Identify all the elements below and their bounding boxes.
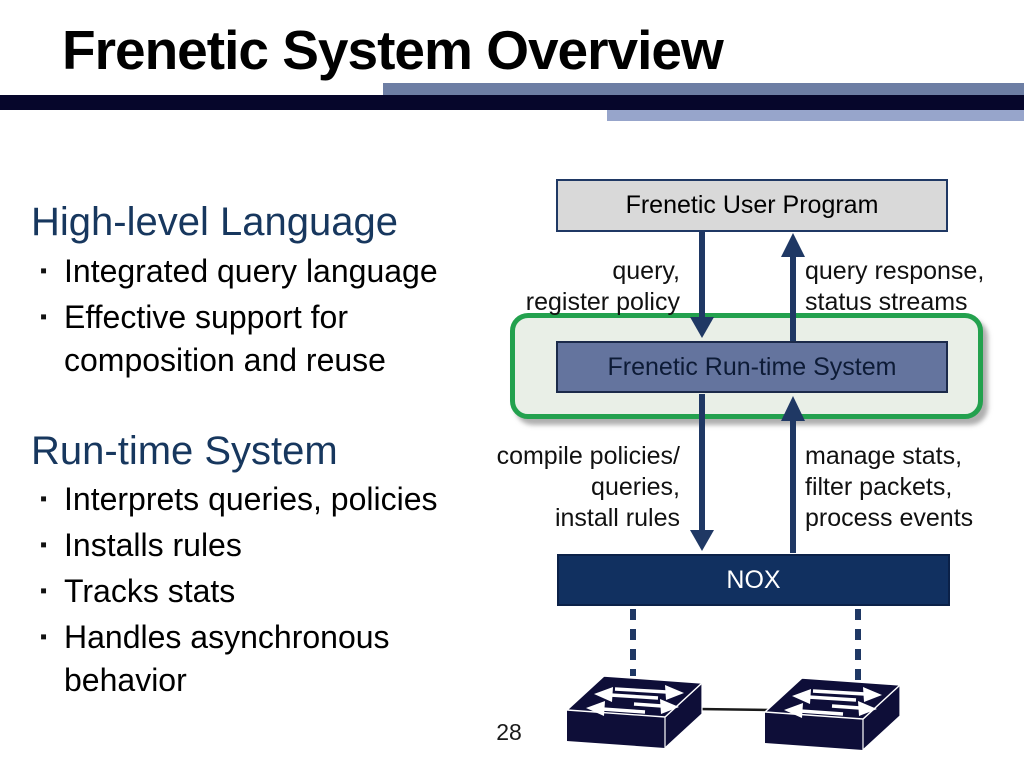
list-item: ▪ Installs rules [40, 524, 484, 567]
label-query-register-policy: query, register policy [420, 256, 680, 318]
label-line: query, [612, 257, 680, 285]
bullet-text: Integrated query language [64, 253, 438, 289]
label-line: register policy [525, 288, 680, 316]
bullet-square-icon: ▪ [40, 580, 48, 602]
label-line: query response, [805, 257, 985, 285]
bullet-text: Effective support for composition and re… [64, 299, 386, 378]
bullet-square-icon: ▪ [40, 306, 48, 328]
label-line: queries, [591, 473, 680, 501]
section-heading-run-time-system: Run-time System [31, 429, 338, 473]
page-number: 28 [496, 719, 522, 745]
divider-bar-slate [383, 83, 1024, 95]
label-line: compile policies/ [496, 442, 680, 470]
divider-bar-light [607, 110, 1024, 121]
switch-link-line [697, 707, 771, 712]
label-compile-policies-install-rules: compile policies/ queries, install rules [420, 441, 680, 534]
bullet-list-run-time: ▪ Interprets queries, policies ▪ Install… [40, 478, 484, 705]
divider-bar-navy [0, 95, 1024, 110]
nox-box: NOX [557, 554, 950, 606]
bullet-text: Handles asynchronous behavior [64, 619, 390, 698]
bullet-text: Installs rules [64, 527, 242, 563]
section-heading-high-level-language: High-level Language [31, 200, 398, 244]
bullet-square-icon: ▪ [40, 488, 48, 510]
frenetic-user-program-label: Frenetic User Program [625, 191, 879, 219]
bullet-square-icon: ▪ [40, 260, 48, 282]
list-item: ▪ Interprets queries, policies [40, 478, 484, 521]
list-item: ▪ Effective support for composition and … [40, 296, 484, 382]
label-line: status streams [805, 288, 968, 316]
label-line: manage stats, [805, 442, 963, 470]
frenetic-runtime-system-label: Frenetic Run-time System [607, 352, 897, 381]
label-line: process events [805, 504, 974, 532]
bullet-text: Tracks stats [64, 573, 236, 609]
up-arrow-manage [781, 396, 805, 553]
frenetic-user-program-box: Frenetic User Program [556, 179, 948, 232]
list-item: ▪ Tracks stats [40, 570, 484, 613]
label-query-response-status-streams: query response, status streams [805, 256, 1015, 318]
list-item: ▪ Integrated query language [40, 250, 484, 293]
network-switch-icon [763, 676, 902, 752]
bullet-square-icon: ▪ [40, 534, 48, 556]
nox-label: NOX [726, 565, 781, 594]
label-line: filter packets, [805, 473, 953, 501]
bullet-text: Interprets queries, policies [64, 481, 438, 517]
label-manage-stats-process-events: manage stats, filter packets, process ev… [805, 441, 1005, 534]
slide-title: Frenetic System Overview [62, 19, 724, 81]
label-line: install rules [554, 504, 680, 532]
bullet-square-icon: ▪ [40, 626, 48, 648]
frenetic-runtime-system-box: Frenetic Run-time System [556, 341, 948, 393]
network-switch-icon [565, 675, 704, 750]
list-item: ▪ Handles asynchronous behavior [40, 616, 484, 702]
bullet-list-high-level: ▪ Integrated query language ▪ Effective … [40, 250, 484, 385]
